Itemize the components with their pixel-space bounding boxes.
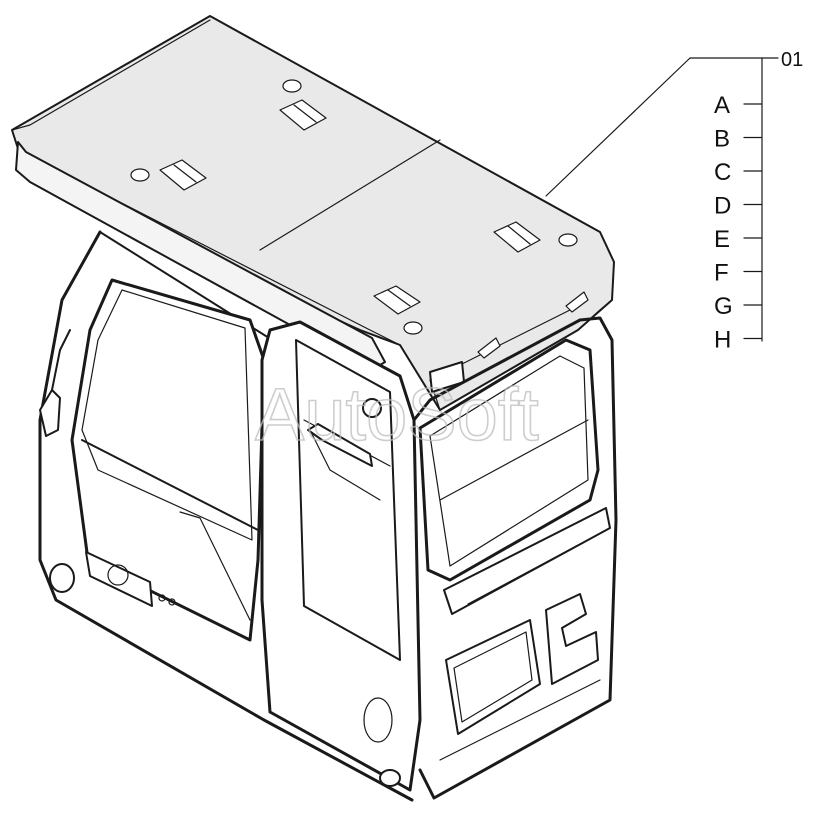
sub-part-label-e: E [714, 226, 730, 253]
cab-body [38, 230, 618, 802]
sub-part-label-f: F [714, 260, 729, 287]
sub-part-label-c: C [714, 159, 731, 186]
front-frame [412, 316, 618, 800]
sub-part-label-b: B [714, 126, 730, 153]
sub-part-label-d: D [714, 193, 731, 220]
cab-door [260, 320, 422, 792]
watermark: AutoSoft [255, 373, 539, 456]
sub-part-label-h: H [714, 327, 731, 354]
sub-part-label-g: G [714, 293, 733, 320]
roof-hatch-2 [279, 99, 327, 131]
roof-hatch-4 [493, 221, 541, 253]
roof-hatch-1 [159, 159, 207, 191]
roof [11, 15, 615, 411]
roof-hatch-3 [373, 285, 421, 315]
part-number-label: 01 [781, 49, 803, 71]
sub-part-label-a: A [714, 92, 730, 119]
